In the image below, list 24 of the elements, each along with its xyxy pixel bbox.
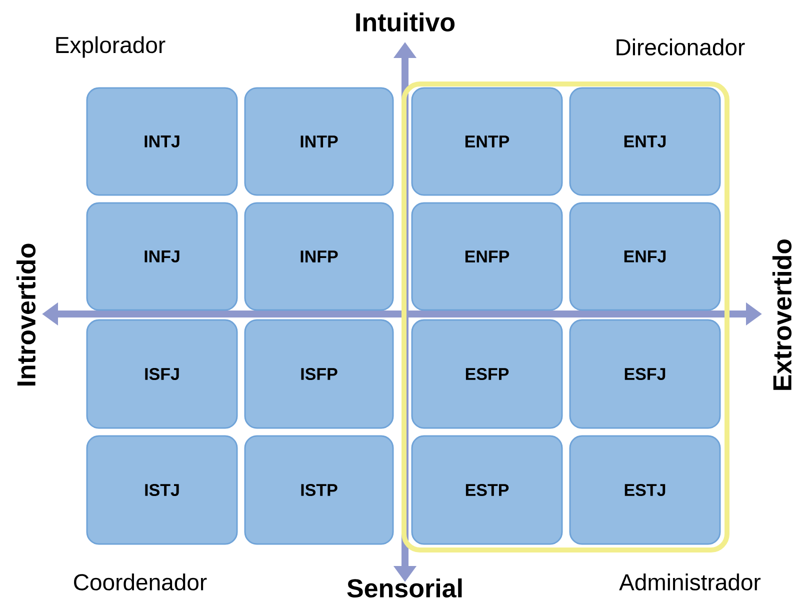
quadrant-label: Coordenador [74,574,207,590]
axis-label: Introvertido [16,244,36,386]
type-box: INTJ [86,87,238,196]
axis-label: Sensorial [347,578,462,598]
type-box: ENFJ [569,202,721,311]
type-box: ENFP [411,202,563,311]
type-box: INFJ [86,202,238,311]
type-box: ISTP [244,435,394,545]
type-box: ESTJ [569,435,721,545]
type-box: ESFJ [569,319,721,429]
type-box: ISFP [244,319,394,429]
type-box: ISFJ [86,319,238,429]
quadrant-label: Explorador [56,36,166,58]
axis-label: Extrovertido [772,239,792,390]
type-box: INTP [244,87,394,196]
type-box: INFP [244,202,394,311]
type-box: ESTP [411,435,563,545]
type-box: ESFP [411,319,563,429]
type-box: ENTP [411,87,563,196]
quadrant-label: Administrador [619,574,761,590]
type-box: ENTJ [569,87,721,196]
axis-label: Intuitivo [356,12,455,32]
type-box: ISTJ [86,435,238,545]
quadrant-label: Direcionador [616,38,745,56]
